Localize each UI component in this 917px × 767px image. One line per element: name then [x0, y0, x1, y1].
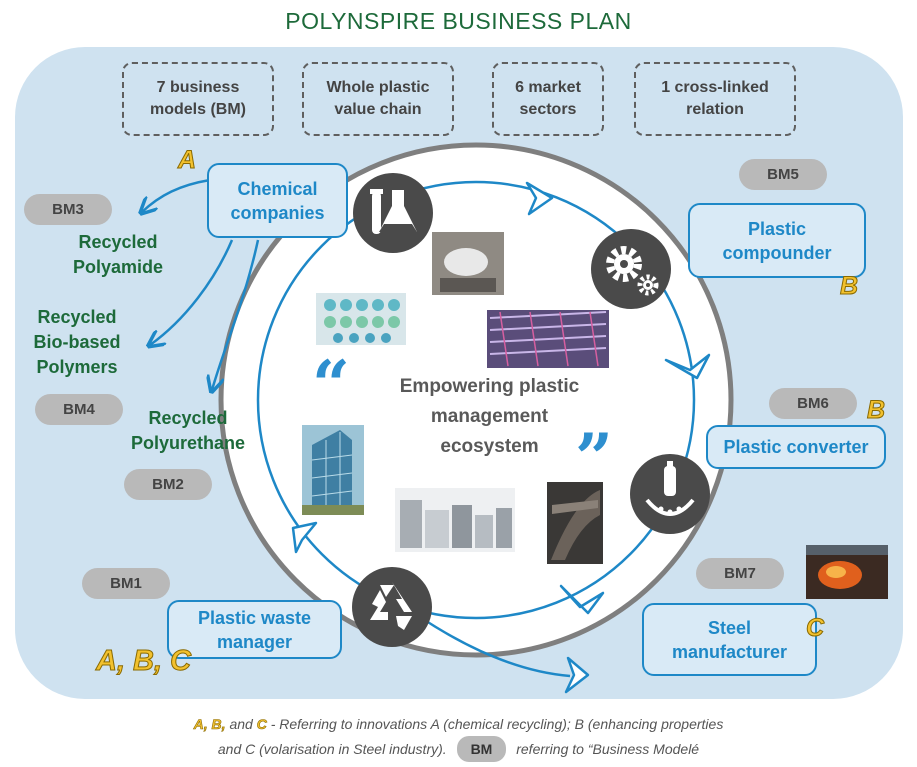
actor-chemical-companies: Chemical companies	[207, 163, 348, 238]
innovation-letter-b-compounder: B	[839, 272, 859, 301]
polymer-line: Polyurethane	[130, 433, 246, 453]
gears-icon	[591, 229, 671, 309]
lab-flask-icon	[353, 173, 433, 253]
actor-line: Plastic waste	[197, 607, 312, 628]
actor-line: compounder	[722, 242, 832, 263]
polymer-line: Polymers	[36, 357, 118, 377]
center-line: Empowering plastic	[399, 376, 580, 397]
footnote-text: and C (volarisation in Steel industry).	[217, 741, 447, 757]
footnote: A, B, and C - Referring to innovations A…	[0, 712, 917, 762]
summary-box-cross-linked: 1 cross-linked relation	[634, 62, 796, 136]
footnote-and: and	[229, 716, 253, 732]
bm1-badge: BM1	[82, 568, 170, 599]
polymer-line: Bio-based	[33, 332, 121, 352]
actor-line: Plastic converter	[723, 437, 869, 457]
center-line: ecosystem	[440, 436, 539, 457]
summary-box-value-chain: Whole plastic value chain	[302, 62, 454, 136]
innovation-letters-abc: A, B, C	[95, 645, 192, 678]
arrow-to-biobased	[150, 239, 234, 345]
cycle-chevron	[525, 181, 554, 216]
summary-line: 6 market	[515, 79, 581, 96]
steel-link-arc	[419, 615, 571, 678]
bm5-badge: BM5	[739, 159, 827, 190]
footnote-letters: A, B,	[193, 716, 226, 733]
photo-molten-steel	[806, 545, 888, 599]
footnote-letter-c: C	[256, 716, 267, 733]
photo-bottles	[316, 293, 406, 345]
center-line: management	[430, 406, 549, 427]
bm6-badge: BM6	[769, 388, 857, 419]
summary-box-market-sectors: 6 market sectors	[492, 62, 604, 136]
arrow-to-polyurethane	[212, 239, 260, 390]
innovation-letter-b-converter: B	[866, 396, 886, 425]
summary-box-business-models: 7 business models (BM)	[122, 62, 274, 136]
polymer-line: Recycled	[78, 232, 158, 252]
footnote-bm-badge: BM	[456, 736, 507, 762]
cycle-chevron	[291, 521, 318, 554]
innovation-letter-c: C	[805, 614, 825, 643]
actor-line: manager	[216, 631, 293, 652]
polymer-recycled-polyurethane: Recycled Polyurethane	[118, 406, 258, 456]
recycle-icon	[352, 567, 432, 647]
photo-textile-machine	[487, 310, 609, 368]
page-title: POLYNSPIRE BUSINESS PLAN	[285, 8, 632, 34]
actor-line: Plastic	[747, 218, 807, 239]
cycle-chevron	[564, 656, 590, 694]
bm7-badge: BM7	[696, 558, 784, 589]
actor-line: Steel	[707, 617, 752, 638]
photo-building	[302, 425, 364, 515]
summary-line: value chain	[334, 101, 422, 118]
actor-steel-manufacturer: Steel manufacturer	[642, 603, 817, 676]
polymer-recycled-biobased: Recycled Bio-based Polymers	[22, 305, 132, 380]
cycle-chevron	[559, 584, 605, 615]
arrow-to-polyamide	[142, 178, 211, 212]
cycle-ring	[256, 180, 696, 620]
actor-plastic-compounder: Plastic compounder	[688, 203, 866, 278]
polymer-line: Polyamide	[72, 257, 164, 277]
summary-line: relation	[686, 101, 744, 118]
bm2-badge: BM2	[124, 469, 212, 500]
bm4-badge: BM4	[35, 394, 123, 425]
footnote-text: referring to “Business Modelé	[516, 741, 700, 757]
actor-line: manufacturer	[671, 641, 788, 662]
quote-open-icon: “	[312, 346, 350, 424]
cycle-chevron	[664, 353, 711, 380]
summary-line: sectors	[519, 101, 577, 118]
polymer-line: Recycled	[37, 307, 117, 327]
actor-plastic-waste-manager: Plastic waste manager	[167, 600, 342, 659]
actor-plastic-converter: Plastic converter	[706, 425, 886, 469]
footnote-text: - Referring to innovations A (chemical r…	[270, 716, 724, 732]
summary-line: 1 cross-linked	[661, 79, 769, 96]
quote-close-icon: ”	[575, 419, 613, 497]
center-statement: Empowering plastic management ecosystem	[372, 372, 607, 462]
actor-line: companies	[230, 202, 325, 223]
photo-car-interior	[547, 482, 603, 564]
photo-appliances	[395, 488, 515, 552]
polymer-line: Recycled	[148, 408, 228, 428]
innovation-letter-a: A	[177, 146, 197, 175]
summary-line: 7 business	[156, 79, 240, 96]
photo-fabric	[432, 232, 504, 295]
polymer-recycled-polyamide: Recycled Polyamide	[58, 230, 178, 280]
actor-line: Chemical	[237, 178, 318, 199]
summary-line: models (BM)	[150, 101, 246, 118]
bm3-badge: BM3	[24, 194, 112, 225]
summary-line: Whole plastic	[326, 79, 430, 96]
bottle-conveyor-icon	[630, 454, 710, 534]
